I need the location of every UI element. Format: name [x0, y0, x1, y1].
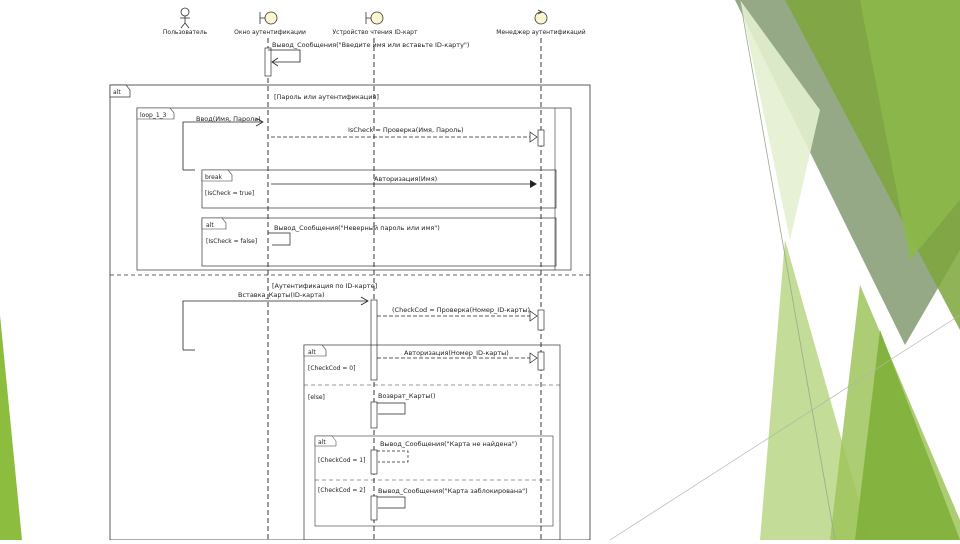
- fragment-loop-tab: [136, 107, 175, 120]
- message-3-arrowhead: [529, 131, 538, 143]
- message-1-arrowhead: [271, 57, 279, 67]
- fragment-alt-fail-op: alt: [206, 222, 214, 229]
- message-8-arrowhead: [529, 352, 538, 364]
- message-10-label: Вывод_Сообщения("Карта не найдена"): [380, 440, 517, 448]
- fragment-alt-fail-guard: [IsCheck = false]: [206, 238, 257, 245]
- boundary-icon: [264, 11, 278, 25]
- message-2-arrow: [182, 121, 262, 170]
- message-2-arrowhead: [255, 117, 264, 127]
- fragment-break-guard: [IsCheck = true]: [205, 190, 254, 197]
- fragment-alt-card-guard-2: [else]: [308, 394, 325, 401]
- activation-manager-2: [537, 309, 545, 331]
- fragment-alt-inner: [314, 435, 554, 527]
- message-8-label: Авторизация(Номер_ID-карты): [404, 349, 509, 357]
- message-6-arrowhead: [360, 296, 369, 306]
- actor-auth-manager-label: Менеджер аутентификаций: [496, 29, 585, 36]
- fragment-break: [201, 169, 557, 209]
- fragment-loop: [136, 107, 572, 271]
- activation-card-reader-4: [370, 495, 378, 521]
- message-2-label: Ввод(Имя, Пароль): [196, 115, 261, 123]
- fragment-alt-main-guard-2: [Аутентификация по ID-карте]: [272, 282, 377, 290]
- fragment-alt-main-op: alt: [113, 89, 121, 96]
- user-icon-head: [180, 7, 190, 17]
- message-9-arrow: [377, 402, 406, 415]
- deco-line-2: [609, 314, 960, 541]
- fragment-alt-main-guard-1: [Пароль или аутентификация]: [274, 93, 379, 101]
- message-5-label: Вывод_Сообщения("Неверный пароль или имя…: [274, 224, 440, 232]
- message-11-label: Вывод_Сообщения("Карта заблокирована"): [378, 487, 528, 495]
- fragment-alt-fail-tab: [201, 217, 227, 230]
- control-icon: [534, 11, 548, 25]
- fragment-break-tab: [201, 169, 233, 182]
- fragment-alt-card-op: alt: [308, 349, 316, 356]
- message-1-arrow: [268, 49, 301, 63]
- actor-auth-manager: Менеджер аутентификаций: [496, 9, 586, 36]
- message-10-arrow: [377, 450, 409, 463]
- fragment-loop-op: loop_1_3: [140, 112, 167, 119]
- activation-manager-3: [537, 351, 545, 371]
- deco-triangle-green-2: [860, 0, 960, 260]
- message-4-arrowhead: [530, 180, 537, 188]
- actor-user: Пользователь: [163, 7, 208, 36]
- message-7-label: (CheckCod = Проверка(Номер_ID-карты): [392, 306, 530, 314]
- message-1-label: Вывод_Сообщения("Введите имя или вставьт…: [272, 41, 469, 49]
- actor-user-label: Пользователь: [163, 29, 208, 36]
- fragment-alt-inner-guard-2: [CheckCod = 2]: [318, 487, 365, 494]
- fragment-alt-main-tab: [109, 84, 131, 98]
- actor-card-reader: Устройство чтения ID-карт: [333, 11, 418, 36]
- fragment-break-op: break: [205, 174, 223, 181]
- fragment-alt-card-guard-1: [CheckCod = 0]: [308, 365, 355, 372]
- activation-auth-window: [264, 47, 272, 77]
- message-5-arrow: [268, 232, 291, 246]
- activation-card-reader-3: [370, 449, 378, 475]
- actor-card-reader-label: Устройство чтения ID-карт: [333, 29, 418, 36]
- control-icon-arrow: [537, 9, 543, 15]
- fragment-alt-card-tab: [303, 344, 327, 357]
- deco-line-1: [739, 0, 836, 541]
- message-3-label: IsCheck = Проверка(Имя, Пароль): [348, 126, 464, 134]
- fragment-alt-inner-op: alt: [318, 439, 326, 446]
- message-6-label: Вставка_Карты(ID-карта): [238, 291, 325, 299]
- deco-triangle-dark-bottom: [855, 330, 960, 540]
- message-11-arrow: [377, 496, 406, 509]
- fragment-alt-fail: [201, 217, 557, 267]
- message-4-label: Авторизация(Имя): [374, 175, 437, 183]
- boundary-icon-2: [370, 11, 384, 25]
- user-icon-leg-l: [180, 22, 186, 29]
- deco-triangle-pale: [740, 0, 820, 240]
- actor-auth-window-label: Окно аутентификации: [234, 29, 306, 36]
- message-7-arrowhead: [529, 310, 538, 322]
- actor-auth-window: Окно аутентификации: [234, 11, 306, 36]
- right-decoration: [609, 0, 960, 541]
- fragment-alt-inner-guard-1: [CheckCod = 1]: [318, 457, 365, 464]
- fragment-alt-inner-tab: [314, 435, 337, 447]
- message-6-arrow: [182, 300, 367, 350]
- activation-card-reader-2: [370, 401, 378, 429]
- message-9-label: Возврат_Карты(): [378, 392, 436, 400]
- activation-card-reader: [370, 299, 378, 381]
- activation-manager-1: [537, 129, 545, 147]
- left-decoration: [0, 315, 22, 540]
- user-icon-leg-r: [184, 22, 190, 29]
